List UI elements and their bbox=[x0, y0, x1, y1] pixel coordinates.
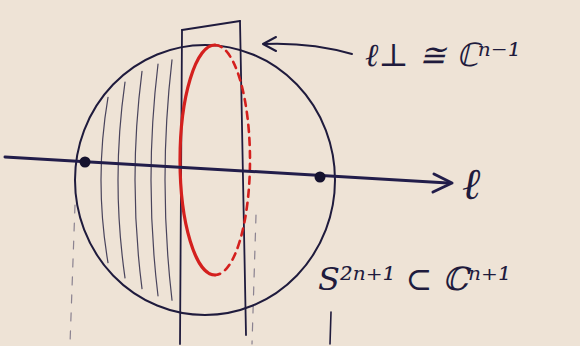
plane-edge bbox=[182, 21, 240, 30]
leader-arrowhead bbox=[263, 37, 276, 51]
plane-edge bbox=[240, 21, 246, 335]
hatch-line bbox=[151, 64, 158, 296]
hatch-line bbox=[101, 97, 108, 262]
hatch-line bbox=[118, 82, 125, 278]
red-circle-hidden bbox=[215, 45, 250, 275]
sphere-outline bbox=[75, 45, 335, 315]
math-label: ℓ⊥ ≅ ℂⁿ⁻¹ bbox=[365, 38, 520, 73]
leader-arrow bbox=[264, 44, 352, 54]
math-label: ℓ bbox=[462, 160, 480, 208]
axis-line bbox=[5, 157, 448, 183]
hatch-line bbox=[165, 60, 172, 300]
red-circle bbox=[180, 45, 215, 275]
guide-line bbox=[70, 205, 75, 344]
guide-line bbox=[252, 215, 256, 344]
intersection-dot bbox=[80, 157, 91, 168]
intersection-dot bbox=[315, 172, 326, 183]
hatch-line bbox=[135, 71, 142, 288]
tick-line bbox=[330, 312, 331, 344]
axis-arrowhead bbox=[433, 174, 452, 192]
math-label: S²ⁿ⁺¹ ⊂ ℂⁿ⁺¹ bbox=[318, 262, 511, 297]
